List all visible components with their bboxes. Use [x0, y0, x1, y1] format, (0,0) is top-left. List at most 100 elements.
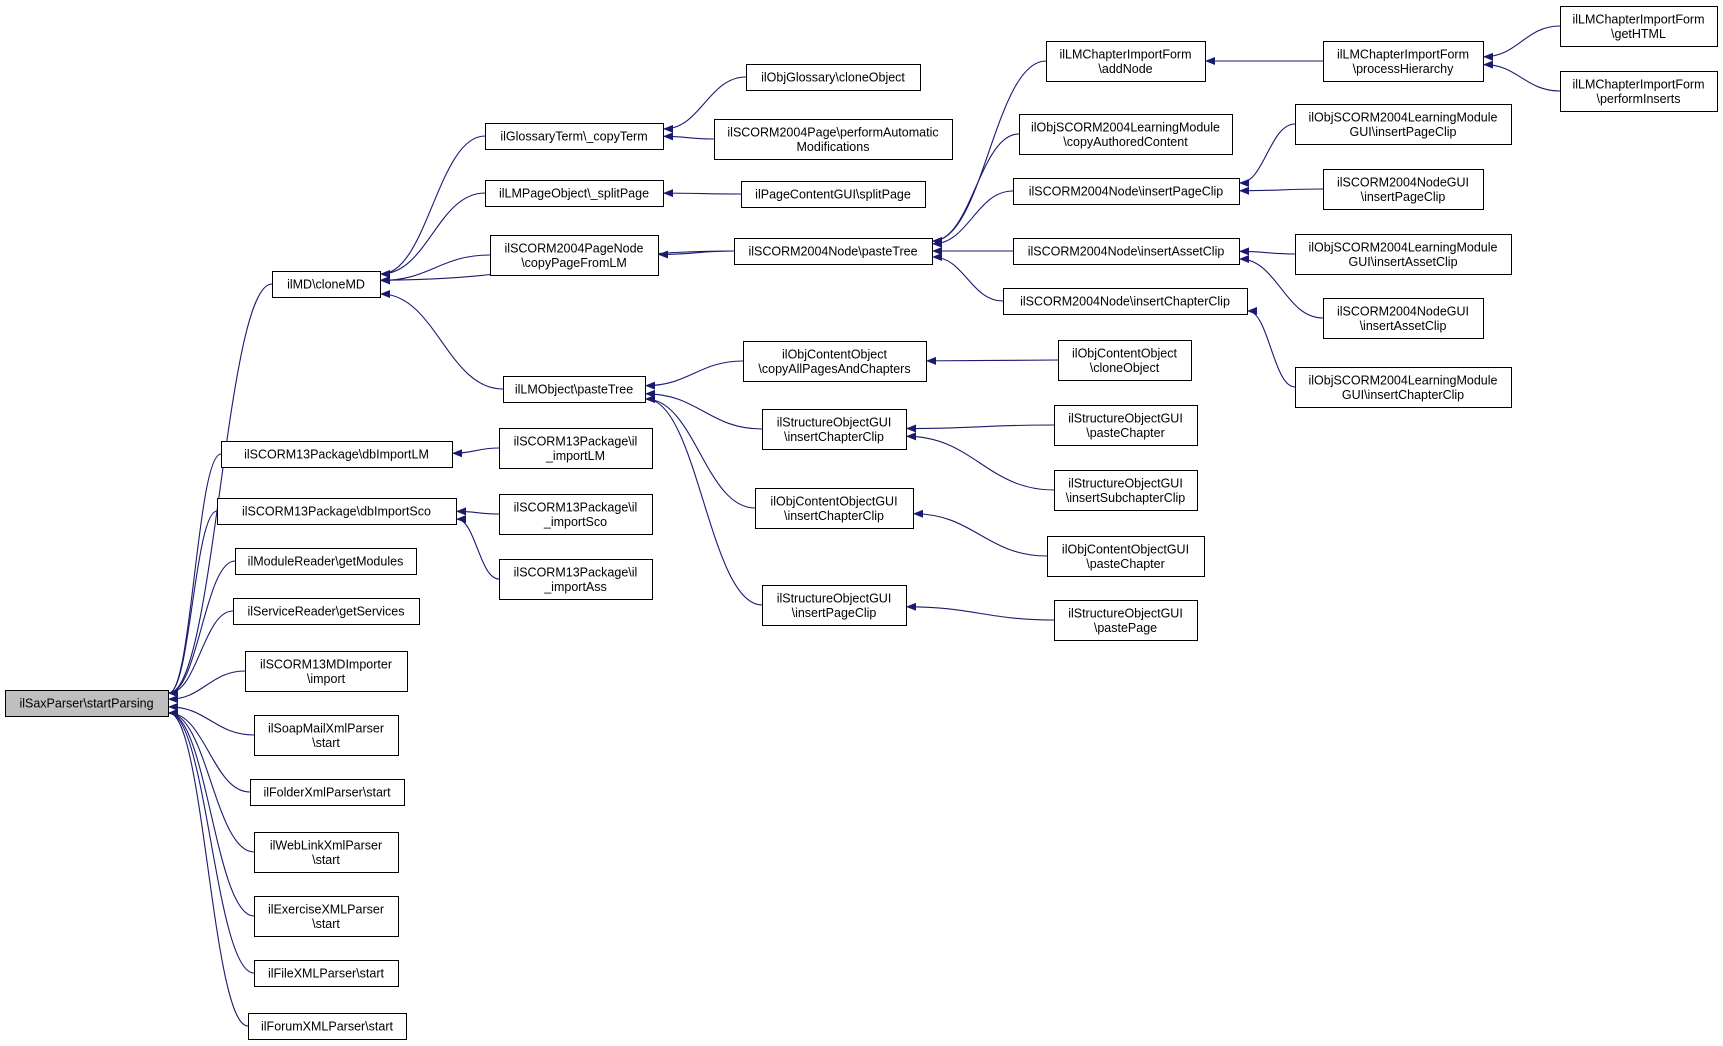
node-nodepastetree[interactable]: ilSCORM2004Node\pasteTree [734, 238, 933, 265]
edge-sogui_pastechap-to-sogui_inschap [906, 424, 1055, 433]
edge-copyterm-to-clonemd [380, 135, 486, 278]
edge-node_inschap-to-nodepastetree [932, 253, 1004, 302]
node-box [1058, 340, 1192, 381]
node-servicereader[interactable]: ilServiceReader\getServices [233, 598, 420, 625]
edge-lmpastetree-to-clonemd [380, 290, 504, 390]
node-performauto[interactable]: ilSCORM2004Page\performAutomaticModifica… [714, 119, 953, 160]
node-co_clone[interactable]: ilObjContentObject\cloneObject [1058, 340, 1192, 381]
node-sogui_pastechap[interactable]: ilStructureObjectGUI\pasteChapter [1054, 405, 1198, 446]
edge-nodepastetree-to-copypagefromlm [658, 250, 735, 259]
node-label: ilObjSCORM2004LearningModule [1309, 110, 1498, 124]
node-gethtml[interactable]: ilLMChapterImportForm\getHTML [1560, 6, 1718, 47]
node-box [1295, 367, 1512, 408]
node-dbimportsco[interactable]: ilSCORM13Package\dbImportSco [217, 498, 457, 525]
node-root[interactable]: ilSaxParser\startParsing [5, 690, 169, 717]
node-node_inspage[interactable]: ilSCORM2004Node\insertPageClip [1013, 178, 1240, 205]
node-label: \insertAssetClip [1360, 319, 1447, 333]
node-soapmail[interactable]: ilSoapMailXmlParser\start [254, 715, 399, 756]
edge-cogui_inschap-to-lmpastetree [645, 395, 756, 509]
node-label: ilObjSCORM2004LearningModule [1309, 240, 1498, 254]
node-label: ilSCORM2004PageNode [505, 241, 644, 255]
node-label: ilPageContentGUI\splitPage [755, 188, 911, 202]
edge-nodegui_insasset-to-node_insasset [1239, 255, 1324, 319]
node-processhier[interactable]: ilLMChapterImportForm\processHierarchy [1323, 41, 1484, 82]
node-label: \insertPageClip [1361, 190, 1446, 204]
node-copypagefromlm[interactable]: ilSCORM2004PageNode\copyPageFromLM [490, 235, 659, 276]
node-box [248, 1013, 407, 1040]
node-forumxml[interactable]: ilForumXMLParser\start [248, 1013, 407, 1040]
node-lmpastetree[interactable]: ilLMObject\pasteTree [503, 376, 646, 403]
edge-nodegui_inspage-to-node_inspage [1239, 186, 1324, 195]
node-box [245, 651, 408, 692]
node-label: ilSCORM13Package\il [514, 565, 638, 579]
node-sogui_inschap[interactable]: ilStructureObjectGUI\insertChapterClip [762, 409, 907, 450]
edge-modulereader-to-root [168, 560, 236, 697]
node-addnode[interactable]: ilLMChapterImportForm\addNode [1046, 41, 1206, 82]
node-lmgui_inschap[interactable]: ilObjSCORM2004LearningModuleGUI\insertCh… [1295, 367, 1512, 408]
node-splitpage[interactable]: ilLMPageObject\_splitPage [485, 180, 664, 207]
node-importass[interactable]: ilSCORM13Package\il_importAss [499, 559, 653, 600]
edge-copyallpages-to-lmpastetree [645, 360, 744, 390]
node-copyterm[interactable]: ilGlossaryTerm\_copyTerm [485, 123, 664, 150]
edge-performinserts-to-processhier [1483, 60, 1561, 92]
node-cogui_inschap[interactable]: ilObjContentObjectGUI\insertChapterClip [755, 488, 914, 529]
node-label: \getHTML [1611, 27, 1666, 41]
node-label: \insertChapterClip [784, 430, 884, 444]
edge-lmgui_inschap-to-node_inschap [1247, 307, 1296, 388]
node-label: ilSCORM13Package\il [514, 500, 638, 514]
node-nodegui_inspage[interactable]: ilSCORM2004NodeGUI\insertPageClip [1323, 169, 1484, 210]
node-box [1295, 234, 1512, 275]
node-glossaryclone[interactable]: ilObjGlossary\cloneObject [746, 64, 921, 91]
node-box [1019, 114, 1233, 155]
edge-splitpage-to-clonemd [380, 192, 486, 278]
node-modulereader[interactable]: ilModuleReader\getModules [235, 548, 417, 575]
node-importlm[interactable]: ilSCORM13Package\il_importLM [499, 428, 653, 469]
node-label: \start [312, 853, 340, 867]
node-folderxml[interactable]: ilFolderXmlParser\start [250, 779, 405, 806]
node-label: ilSCORM2004Node\pasteTree [748, 245, 917, 259]
edge-copyauthored-to-nodepastetree [932, 133, 1020, 245]
node-clonemd[interactable]: ilMD\cloneMD [272, 271, 381, 298]
node-weblinkxml[interactable]: ilWebLinkXmlParser\start [254, 832, 399, 873]
node-cogui_pastechap[interactable]: ilObjContentObjectGUI\pasteChapter [1047, 536, 1205, 577]
node-box [1295, 104, 1512, 145]
node-importsco[interactable]: ilSCORM13Package\il_importSco [499, 494, 653, 535]
node-sogui_inspage[interactable]: ilStructureObjectGUI\insertPageClip [762, 585, 907, 626]
node-sogui_pastepage[interactable]: ilStructureObjectGUI\pastePage [1054, 600, 1198, 641]
edge-folderxml-to-root [168, 709, 251, 793]
node-label: ilObjContentObject [782, 347, 887, 361]
node-node_inschap[interactable]: ilSCORM2004Node\insertChapterClip [1003, 288, 1248, 315]
node-performinserts[interactable]: ilLMChapterImportForm\performInserts [1560, 71, 1718, 112]
node-lmgui_inspage[interactable]: ilObjSCORM2004LearningModuleGUI\insertPa… [1295, 104, 1512, 145]
edge-forumxml-to-root [168, 709, 249, 1027]
node-label: ilForumXMLParser\start [261, 1020, 393, 1034]
node-label: \copyAllPagesAndChapters [758, 362, 910, 376]
node-scormmdimporter[interactable]: ilSCORM13MDImporter\import [245, 651, 408, 692]
edge-sogui_inschap-to-lmpastetree [645, 389, 763, 430]
node-label: ilSoapMailXmlParser [268, 721, 384, 735]
node-copyauthored[interactable]: ilObjSCORM2004LearningModule\copyAuthore… [1019, 114, 1233, 155]
node-sogui_inssub[interactable]: ilStructureObjectGUI\insertSubchapterCli… [1054, 470, 1198, 511]
node-lmgui_insasset[interactable]: ilObjSCORM2004LearningModuleGUI\insertAs… [1295, 234, 1512, 275]
node-label: ilLMPageObject\_splitPage [499, 187, 649, 201]
node-box [1323, 169, 1484, 210]
node-box [235, 548, 417, 575]
node-box [1013, 178, 1240, 205]
node-box [499, 559, 653, 600]
node-box [250, 779, 405, 806]
edge-performauto-to-copyterm [663, 132, 715, 141]
node-nodegui_insasset[interactable]: ilSCORM2004NodeGUI\insertAssetClip [1323, 298, 1484, 339]
node-label: ilObjContentObjectGUI [770, 494, 897, 508]
node-box [485, 180, 664, 207]
node-label: ilObjSCORM2004LearningModule [1031, 120, 1220, 134]
node-copyallpages[interactable]: ilObjContentObject\copyAllPagesAndChapte… [743, 341, 927, 382]
node-dbimportlm[interactable]: ilSCORM13Package\dbImportLM [221, 441, 453, 468]
node-label: ilObjContentObjectGUI [1062, 542, 1189, 556]
node-box [254, 896, 399, 937]
node-exercisexml[interactable]: ilExerciseXMLParser\start [254, 896, 399, 937]
node-pagecontentsplit[interactable]: ilPageContentGUI\splitPage [741, 181, 926, 208]
node-label: \start [312, 736, 340, 750]
node-filexml[interactable]: ilFileXMLParser\start [254, 960, 399, 987]
node-node_insasset[interactable]: ilSCORM2004Node\insertAssetClip [1013, 238, 1240, 265]
edge-exercisexml-to-root [168, 709, 255, 917]
